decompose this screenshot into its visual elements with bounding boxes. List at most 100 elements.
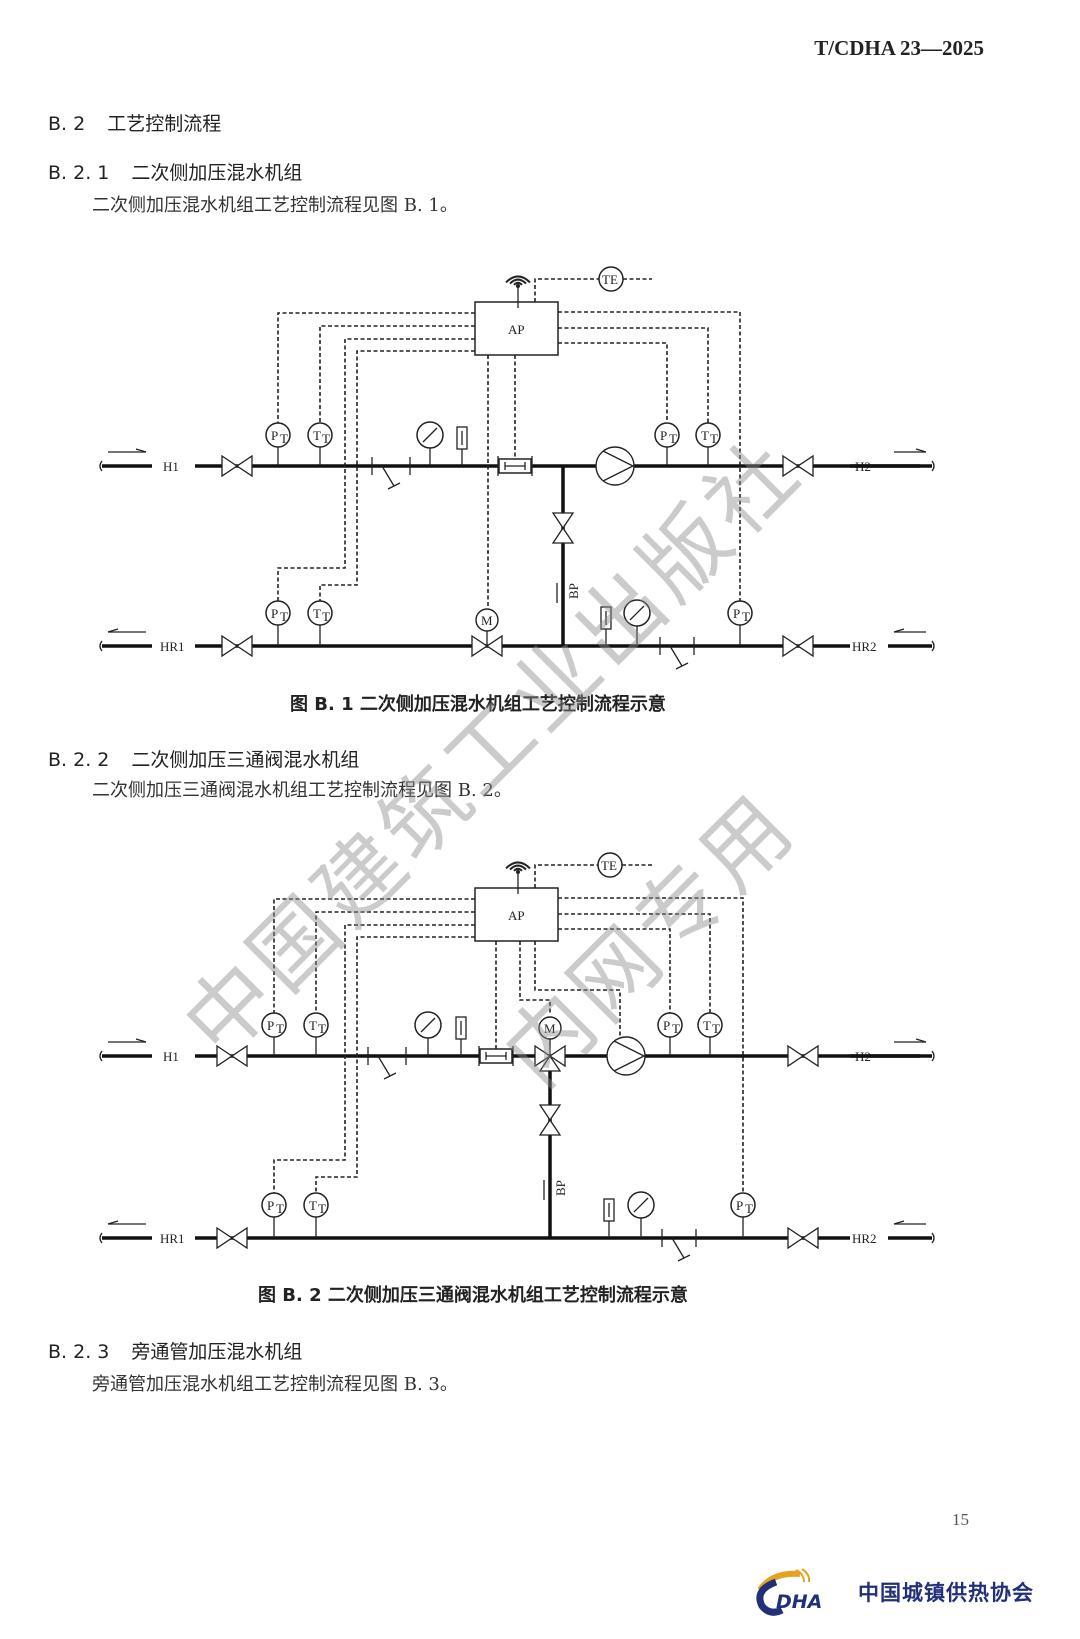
pressure-gauge-icon (414, 1011, 442, 1056)
te-signal-line (534, 278, 599, 302)
sensor-subscript: T (276, 1201, 284, 1216)
label-bp: BP (553, 1180, 568, 1196)
figure-b2-caption: 图 B. 2 二次侧加压三通阀混水机组工艺控制流程示意 (258, 1285, 688, 1306)
te-signal-line (534, 864, 598, 888)
pressure-gauge-icon (416, 421, 444, 466)
valve-body (216, 1226, 248, 1250)
label-te: TE (602, 272, 618, 287)
flow-direction-arrow (888, 1038, 935, 1062)
svg-text:DHA: DHA (776, 1591, 822, 1613)
valve-body (782, 454, 814, 478)
signal-line (319, 350, 475, 601)
sensor-letter: T (313, 606, 321, 621)
section-title: 旁通管加压混水机组 (131, 1341, 303, 1363)
sensor-subscript: T (710, 431, 718, 446)
sensor-subscript: T (672, 1021, 680, 1036)
signal-line (558, 342, 668, 423)
antenna-dot (516, 870, 520, 874)
section-b21-heading: B. 2. 1 二次侧加压混水机组 (48, 158, 302, 185)
flow-direction-arrow (888, 1220, 935, 1244)
section-title: 二次侧加压三通阀混水机组 (131, 749, 360, 771)
sensor-letter: P (660, 428, 667, 443)
arrow-head (135, 448, 147, 453)
pump-signal (534, 941, 621, 1037)
strainer-cap (677, 1254, 691, 1262)
sensor-subscript: T (745, 1201, 753, 1216)
sensor-letter: P (267, 1018, 274, 1033)
three-way-valve-icon (534, 1039, 566, 1072)
sensor-circle (695, 422, 721, 448)
sensor-circle (261, 1012, 287, 1038)
arrow-head (135, 1038, 147, 1043)
gate-valve-icon (221, 634, 253, 658)
sensor-circle (730, 1192, 756, 1218)
section-number: B. 2. 1 (48, 162, 110, 184)
pump-casing (606, 1036, 646, 1076)
thermometer-icon (600, 606, 612, 646)
signal-line (319, 325, 475, 423)
actuator-signal (519, 941, 551, 1014)
strainer-cap (675, 662, 689, 670)
pump-triangle (602, 450, 635, 482)
pipe-break (931, 640, 935, 652)
signal-line (315, 936, 475, 1193)
motor-letter: M (544, 1021, 556, 1036)
pressure-gauge-icon (627, 1191, 655, 1238)
section-number: B. 2. 2 (48, 749, 110, 771)
bypass-valve-icon (551, 512, 575, 544)
wireless-icon (505, 275, 531, 308)
wireless-icon (505, 861, 531, 894)
section-b21-body: 二次侧加压混水机组工艺控制流程见图 B. 1。 (92, 195, 458, 216)
strainer-leg (377, 1055, 391, 1077)
signal-arc (513, 867, 523, 872)
sensor-circle (654, 422, 680, 448)
pump-casing (595, 446, 635, 486)
pipe-break (99, 1050, 103, 1062)
cdha-logo: DHA (752, 1568, 852, 1622)
valve-body (216, 1044, 248, 1068)
section-title: 工艺控制流程 (107, 113, 222, 135)
sensor-subscript: T (322, 431, 330, 446)
signal-line (277, 312, 475, 423)
signal-line (558, 928, 671, 1013)
strainer-icon (661, 1229, 697, 1262)
gate-valve-icon (782, 454, 814, 478)
cdha-logo-mark: DHA (756, 1568, 822, 1616)
sensor-circle (727, 600, 753, 626)
flow-meter-icon (497, 456, 533, 476)
sensor-circle (657, 1012, 683, 1038)
signal-arc (509, 278, 527, 285)
label-ap: AP (508, 908, 525, 923)
pipe-break (931, 1050, 935, 1062)
signal-line (273, 924, 475, 1193)
arrow-head (915, 448, 927, 453)
pipe-break (99, 1232, 103, 1244)
label-hr1: HR1 (160, 1231, 185, 1246)
signal-line (558, 897, 744, 1193)
motor-actuator-icon: M (475, 608, 499, 632)
mixing-valve-icon (471, 631, 503, 658)
valve-body (538, 1104, 562, 1136)
arrow-head (107, 1220, 119, 1225)
sensor-letter: P (733, 606, 740, 621)
gate-valve-icon (782, 634, 814, 658)
arrow-head (915, 1038, 927, 1043)
sensor-letter: P (267, 1198, 274, 1213)
label-bp: BP (566, 583, 581, 599)
sensor-letter: P (736, 1198, 743, 1213)
motor-letter: M (481, 613, 493, 628)
sensor-letter: P (271, 428, 278, 443)
thermometer-icon (603, 1198, 615, 1238)
gauge-needle (629, 605, 645, 621)
signal-line (315, 911, 475, 1013)
section-title: 二次侧加压混水机组 (131, 162, 303, 184)
sensor-subscript: T (318, 1021, 326, 1036)
label-hr2: HR2 (852, 639, 877, 654)
sensor-subscript: T (318, 1201, 326, 1216)
temperature-element-icon (598, 266, 624, 292)
section-number: B. 2 (48, 113, 86, 135)
